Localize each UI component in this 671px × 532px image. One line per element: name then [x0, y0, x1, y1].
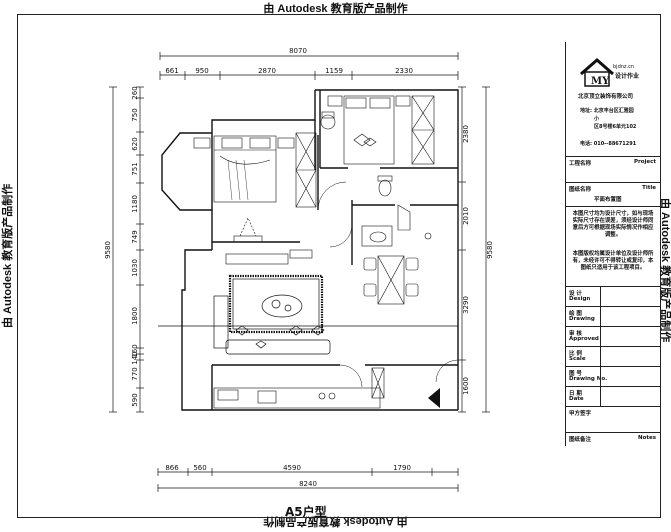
drawing-row: 绘 图 Drawing [566, 306, 660, 327]
approved-row: 审 核 Approved [566, 326, 660, 347]
svg-text:MY: MY [591, 76, 610, 87]
project-row: 工程名称 Project [566, 156, 660, 181]
dim-left-seg: 260 [131, 86, 139, 99]
dim-left-seg: 160 [131, 344, 139, 357]
dim-top-seg: 2870 [258, 67, 276, 75]
watermark-top: 由 Autodesk 教育版产品制作 [263, 3, 408, 15]
dim-bottom-total: 8240 [299, 480, 317, 488]
notes-row: 本图尺寸均为设计尺寸，如与现场实际尺寸存在误差，须经设计师同意后方可根据现场实际… [566, 206, 660, 285]
dim-left-seg: 140 [131, 351, 139, 364]
dim-bottom-seg: 4590 [283, 464, 301, 472]
dim-right-seg: 3290 [462, 296, 470, 314]
drawing-frame [17, 14, 661, 518]
dim-right-seg: 2010 [462, 207, 470, 225]
company-address: 地址: 北京丰台区汇雅园 小 区8号楼6单元102 [580, 108, 637, 130]
dim-left-seg: 1800 [131, 307, 139, 325]
dim-bottom-seg: 866 [165, 464, 179, 472]
plan-title: A5户型 [285, 505, 327, 519]
dim-right-seg: 1600 [462, 377, 470, 395]
company-logo: MY 设计作业 bjdnz.cn [575, 52, 655, 92]
svg-text:bjdnz.cn: bjdnz.cn [613, 64, 634, 70]
svg-text:设计作业: 设计作业 [615, 72, 639, 80]
dim-top-seg: 2330 [395, 67, 413, 75]
remarks-row: 图纸备注 Notes [566, 432, 660, 447]
dim-left-seg: 1180 [131, 195, 139, 213]
dim-top-seg: 661 [165, 67, 178, 75]
dim-right-seg: 2380 [462, 125, 470, 143]
scale-row: 比 例 Scale [566, 346, 660, 367]
dim-left-seg: 749 [131, 230, 139, 243]
dim-top-total: 8070 [289, 47, 307, 55]
drawing-no-row: 图 号 Drawing No. [566, 366, 660, 387]
entry-arrow-icon [428, 388, 440, 408]
dim-top-seg: 950 [195, 67, 208, 75]
signature-row: 甲方签字 [566, 406, 660, 423]
dim-left-total: 9580 [104, 241, 112, 259]
dim-top-seg: 1159 [325, 67, 343, 75]
dim-left-seg: 620 [131, 137, 139, 150]
drawing-name-row: 图纸名称 Title 平面布置图 [566, 182, 660, 207]
dim-left-seg: 751 [131, 162, 139, 175]
dim-bottom-seg: 560 [193, 464, 206, 472]
dim-left-seg: 1030 [131, 259, 139, 277]
dim-left-seg: 590 [131, 393, 139, 406]
dim-left-seg: 750 [131, 108, 139, 121]
company-name: 北京顶立装饰有限公司 [578, 94, 634, 100]
dim-bottom-seg: 1790 [393, 464, 411, 472]
dim-left-seg: 770 [131, 367, 139, 380]
date-row: 日 期 Date [566, 386, 660, 407]
design-row: 设 计 Design [566, 286, 660, 307]
title-block: 工程名称 Project 图纸名称 Title 平面布置图 本图尺寸均为设计尺寸… [565, 42, 660, 446]
dim-right-total: 9580 [486, 241, 494, 259]
company-phone: 电话: 010--88671291 [580, 141, 637, 147]
